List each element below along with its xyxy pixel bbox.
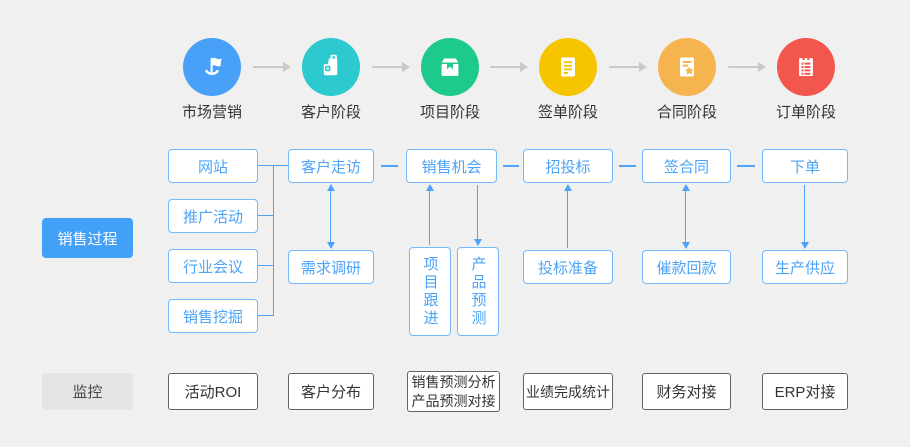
connector-trunk-line [273, 165, 274, 316]
connector-line [273, 165, 288, 166]
stage-signing-circle [539, 38, 597, 96]
arrow-down-icon [800, 185, 809, 249]
monitor-item-erp-integration: ERP对接 [762, 373, 848, 410]
blocks-icon [316, 52, 346, 82]
flow-node-project-follow: 项目跟进 [409, 247, 451, 336]
stage-arrow-icon [728, 62, 766, 72]
connector-dash [503, 165, 519, 167]
flow-node-sales-mining: 销售挖掘 [168, 299, 258, 333]
connector-line [258, 315, 273, 316]
monitor-item-forecast: 销售预测分析 产品预测对接 [407, 371, 500, 412]
arrow-both-icon [326, 184, 335, 249]
monitor-item-activity-roi: 活动ROI [168, 373, 258, 410]
flow-node-promotion: 推广活动 [168, 199, 258, 233]
stage-arrow-icon [372, 62, 410, 72]
arrow-both-icon [681, 184, 690, 249]
flow-node-requirement-research: 需求调研 [288, 250, 374, 284]
stage-label-signing: 签单阶段 [537, 104, 598, 121]
document-icon [553, 52, 583, 82]
flow-node-bidding: 招投标 [523, 149, 613, 183]
monitor-item-forecast-line2: 产品预测对接 [411, 392, 496, 409]
flow-node-industry-meeting: 行业会议 [168, 249, 258, 283]
monitor-item-finance-integration: 财务对接 [642, 373, 731, 410]
connector-line [258, 165, 273, 166]
stage-label-marketing: 市场营销 [181, 104, 242, 121]
stage-marketing-circle [183, 38, 241, 96]
flow-node-sign-contract: 签合同 [642, 149, 731, 183]
stage-label-order: 订单阶段 [775, 104, 836, 121]
arrow-down-icon [473, 185, 482, 246]
monitor-item-performance-stats: 业绩完成统计 [523, 373, 613, 410]
flow-node-customer-visit: 客户走访 [288, 149, 374, 183]
stage-order-circle [777, 38, 835, 96]
arrow-up-icon [563, 184, 572, 248]
contract-star-icon [672, 52, 702, 82]
stage-arrow-icon [490, 62, 528, 72]
clipboard-icon [791, 52, 821, 82]
flow-node-sales-opportunity: 销售机会 [406, 149, 497, 183]
stage-contract-circle [658, 38, 716, 96]
monitor-item-forecast-line1: 销售预测分析 [411, 373, 496, 390]
flow-node-payment-collection: 催款回款 [642, 250, 731, 284]
connector-line [258, 215, 273, 216]
flag-icon [197, 52, 227, 82]
flow-node-product-forecast: 产品预测 [457, 247, 499, 336]
flow-node-place-order: 下单 [762, 149, 848, 183]
stage-customer-circle [302, 38, 360, 96]
connector-dash [619, 165, 636, 167]
flow-node-production-supply: 生产供应 [762, 250, 848, 284]
monitor-item-customer-distribution: 客户分布 [288, 373, 374, 410]
stage-label-project: 项目阶段 [419, 104, 480, 121]
connector-dash [737, 165, 755, 167]
monitor-button: 监控 [42, 373, 133, 410]
stage-label-customer: 客户阶段 [300, 104, 361, 121]
stage-label-contract: 合同阶段 [656, 104, 717, 121]
stage-arrow-icon [253, 62, 291, 72]
package-icon [435, 52, 465, 82]
sales-process-button: 销售过程 [42, 218, 133, 258]
connector-line [258, 265, 273, 266]
arrow-up-icon [425, 184, 434, 245]
stage-project-circle [421, 38, 479, 96]
flow-node-bid-preparation: 投标准备 [523, 250, 613, 284]
connector-dash [381, 165, 398, 167]
stage-arrow-icon [609, 62, 647, 72]
flow-node-website: 网站 [168, 149, 258, 183]
